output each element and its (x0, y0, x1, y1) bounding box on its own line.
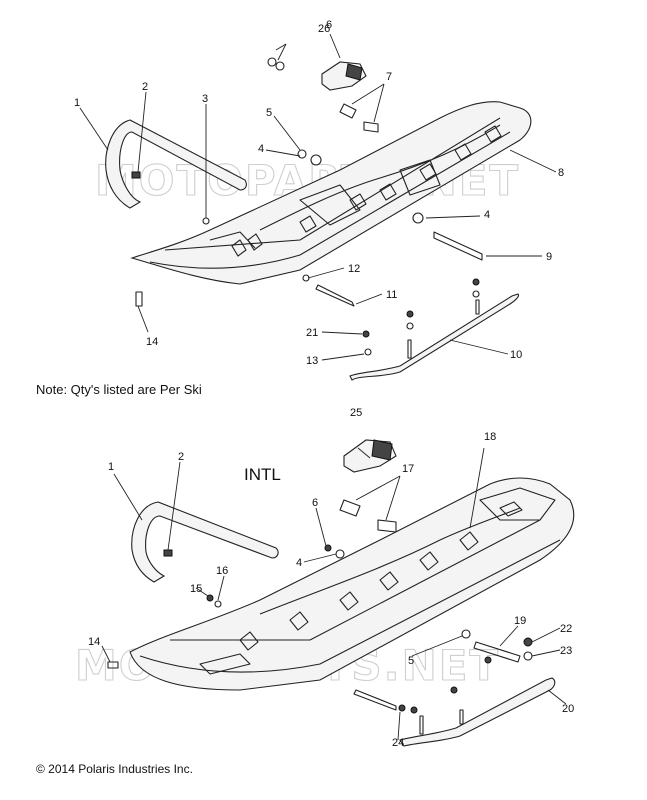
callout-top-4a: 4 (258, 143, 264, 155)
callout-bottom-5: 5 (408, 655, 414, 667)
callout-bottom-23: 23 (560, 645, 572, 657)
callout-top-13: 13 (306, 355, 318, 367)
callout-bottom-16: 16 (216, 565, 228, 577)
callout-top-9: 9 (546, 251, 552, 263)
callout-top-21: 21 (306, 327, 318, 339)
bottom-ski-assembly: INTL (88, 407, 575, 749)
top-ski-loop (105, 119, 247, 209)
callout-top-12: 12 (348, 263, 360, 275)
callout-bottom-22: 22 (560, 623, 572, 635)
callout-bottom-24: 24 (392, 737, 404, 749)
callout-bottom-15: 15 (190, 583, 202, 595)
callout-bottom-18: 18 (484, 431, 496, 443)
callout-bottom-4: 4 (296, 557, 302, 569)
callout-top-3: 3 (202, 93, 208, 105)
callout-top-2: 2 (142, 81, 148, 93)
callout-bottom-1: 1 (108, 461, 114, 473)
callout-top-10: 10 (510, 349, 522, 361)
callout-top-1: 1 (74, 97, 80, 109)
top-nut-3 (202, 217, 210, 225)
callout-top-6: 6 (326, 19, 332, 31)
callout-bottom-2: 2 (178, 451, 184, 463)
callout-bottom-17: 17 (402, 463, 414, 475)
callout-top-5: 5 (266, 107, 272, 119)
top-bolt-2 (131, 171, 141, 179)
callout-bottom-20: 20 (562, 703, 574, 715)
callout-bottom-19: 19 (514, 615, 526, 627)
bottom-runner-20 (399, 677, 556, 747)
callout-top-8: 8 (558, 167, 564, 179)
callout-bottom-6: 6 (312, 497, 318, 509)
callout-top-4b: 4 (484, 209, 490, 221)
bottom-ski-loop (131, 501, 279, 583)
callout-bottom-25: 25 (350, 407, 362, 419)
callout-bottom-14: 14 (88, 636, 100, 648)
top-runner-10 (349, 293, 520, 381)
qty-note: Note: Qty's listed are Per Ski (36, 382, 202, 397)
top-ski-assembly: 26 6 7 1 2 3 5 4 8 4 9 12 11 14 21 13 10 (74, 19, 564, 381)
bottom-bolt-2 (163, 549, 173, 557)
copyright: © 2014 Polaris Industries Inc. (36, 762, 193, 776)
callout-top-11: 11 (386, 289, 397, 301)
callout-top-26: 26 (318, 23, 330, 35)
callout-top-14: 14 (146, 336, 158, 348)
intl-label: INTL (244, 465, 281, 484)
top-ski-body (130, 101, 532, 285)
bottom-ski-body (129, 477, 575, 691)
callout-top-7: 7 (386, 71, 392, 83)
